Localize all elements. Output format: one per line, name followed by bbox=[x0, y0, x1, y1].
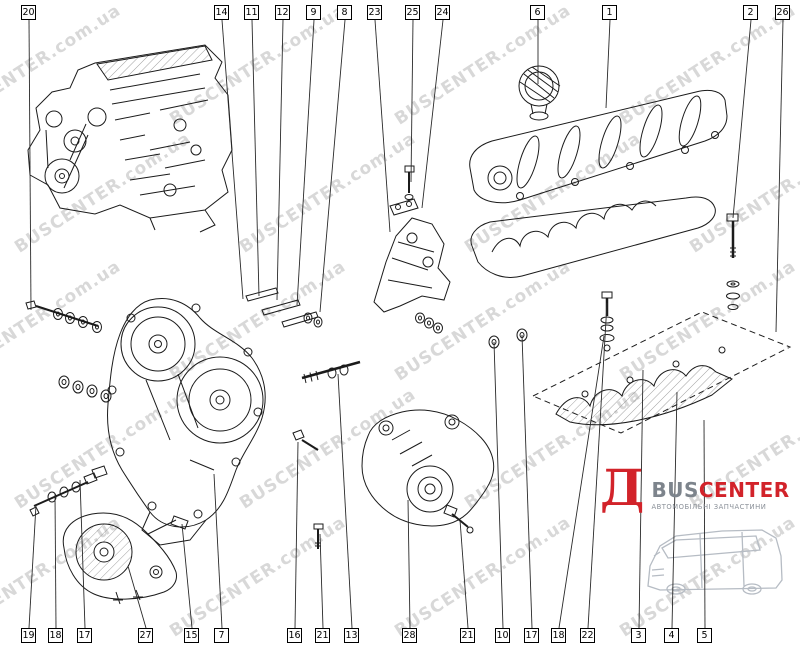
leader-lines bbox=[28, 19, 784, 629]
callout-5[interactable]: 5 bbox=[697, 628, 712, 643]
callout-27[interactable]: 27 bbox=[138, 628, 153, 643]
left-fasteners-drawing bbox=[25, 300, 112, 517]
brand-bus-text: BUS bbox=[651, 478, 699, 502]
bolt-washer-stack-drawing bbox=[488, 291, 615, 352]
mount-bracket-drawing bbox=[361, 409, 495, 534]
oil-filler-cap-drawing bbox=[518, 65, 561, 121]
callout-18[interactable]: 18 bbox=[48, 628, 63, 643]
callout-21[interactable]: 21 bbox=[315, 628, 330, 643]
buscenter-logo: Д BUSCENTER АВТОМОБІЛЬНІ ЗАПЧАСТИНИ bbox=[600, 458, 796, 534]
callout-19[interactable]: 19 bbox=[21, 628, 36, 643]
chain-guide-drawing bbox=[373, 165, 451, 334]
callout-14[interactable]: 14 bbox=[214, 5, 229, 20]
heat-shield-drawing bbox=[531, 311, 792, 434]
callout-20[interactable]: 20 bbox=[21, 5, 36, 20]
buscenter-tagline: АВТОМОБІЛЬНІ ЗАПЧАСТИНИ bbox=[651, 503, 767, 511]
brand-center-text: CENTER bbox=[698, 478, 790, 502]
callout-17[interactable]: 17 bbox=[77, 628, 92, 643]
callout-28[interactable]: 28 bbox=[402, 628, 417, 643]
callout-25[interactable]: 25 bbox=[405, 5, 420, 20]
callout-3[interactable]: 3 bbox=[631, 628, 646, 643]
callout-2[interactable]: 2 bbox=[743, 5, 758, 20]
callout-1[interactable]: 1 bbox=[602, 5, 617, 20]
buscenter-logo-text: BUSCENTER АВТОМОБІЛЬНІ ЗАПЧАСТИНИ bbox=[651, 480, 789, 534]
timing-cover-drawing bbox=[107, 298, 266, 546]
valve-cover-gasket-drawing bbox=[470, 196, 716, 278]
valve-cover-drawing bbox=[469, 89, 728, 204]
callout-15[interactable]: 15 bbox=[184, 628, 199, 643]
engine-assembly-drawing bbox=[27, 44, 233, 233]
buscenter-logo-mark: Д bbox=[600, 458, 645, 517]
callout-6[interactable]: 6 bbox=[530, 5, 545, 20]
callout-16[interactable]: 16 bbox=[287, 628, 302, 643]
callout-9[interactable]: 9 bbox=[306, 5, 321, 20]
callout-10[interactable]: 10 bbox=[495, 628, 510, 643]
callout-11[interactable]: 11 bbox=[244, 5, 259, 20]
callout-26[interactable]: 26 bbox=[775, 5, 790, 20]
callout-24[interactable]: 24 bbox=[435, 5, 450, 20]
callout-21[interactable]: 21 bbox=[460, 628, 475, 643]
buscenter-brand: BUSCENTER bbox=[651, 480, 789, 500]
callout-12[interactable]: 12 bbox=[275, 5, 290, 20]
callout-18[interactable]: 18 bbox=[551, 628, 566, 643]
engine-mount-drawing bbox=[62, 512, 177, 605]
callout-4[interactable]: 4 bbox=[664, 628, 679, 643]
callout-13[interactable]: 13 bbox=[344, 628, 359, 643]
van-sketch-icon bbox=[647, 529, 783, 595]
callout-7[interactable]: 7 bbox=[214, 628, 229, 643]
long-bolt-right-drawing bbox=[726, 213, 740, 310]
callout-23[interactable]: 23 bbox=[367, 5, 382, 20]
callout-22[interactable]: 22 bbox=[580, 628, 595, 643]
callout-17[interactable]: 17 bbox=[524, 628, 539, 643]
callout-8[interactable]: 8 bbox=[337, 5, 352, 20]
studs-and-spacers-drawing bbox=[245, 287, 361, 549]
